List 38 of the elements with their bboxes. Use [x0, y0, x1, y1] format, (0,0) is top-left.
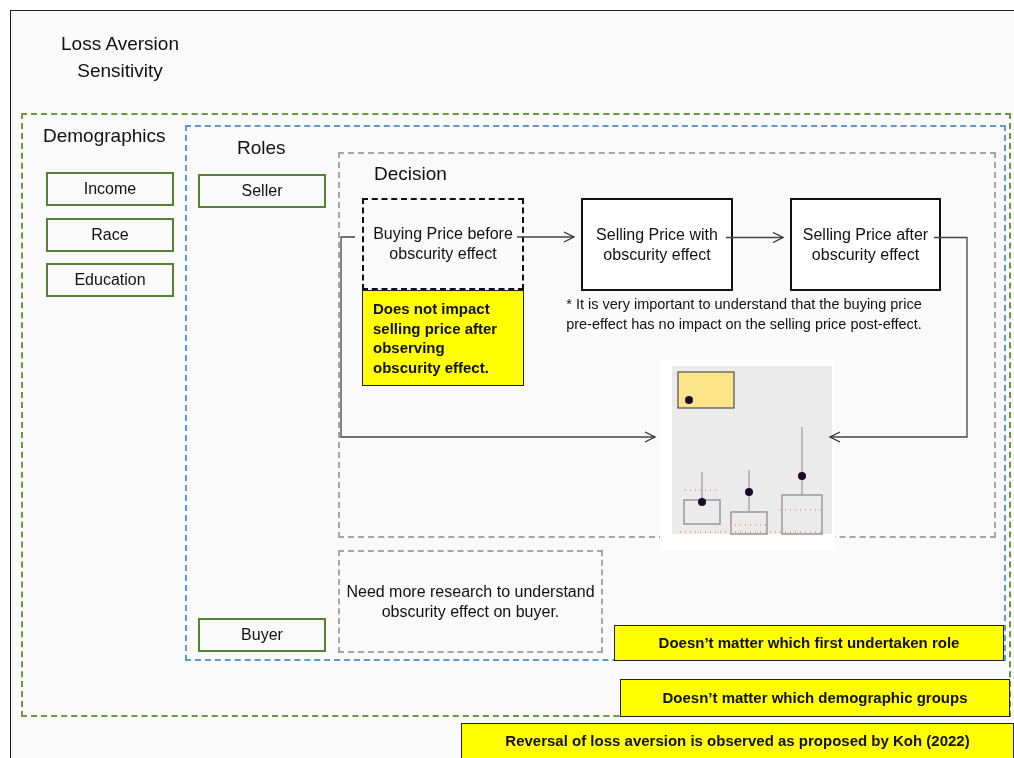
group-frame [185, 125, 1006, 661]
highlight-note [461, 723, 1014, 758]
group-title: Loss Aversion Sensitivity [60, 32, 180, 83]
process-box [790, 198, 941, 291]
box-label: Seller [241, 181, 283, 201]
highlight-note [620, 679, 1010, 717]
group-title: Demographics [43, 125, 166, 147]
note-text: Doesn’t matter which first undertaken role [658, 633, 960, 653]
diagram-frame [10, 10, 1014, 758]
box-label: Buyer [241, 625, 283, 645]
category-box [46, 172, 174, 206]
box-label: Selling Price with obscurity effect [595, 224, 719, 265]
box-label: Buying Price before obscurity effect [372, 224, 514, 264]
category-box [46, 263, 174, 297]
note-text: Doesn’t matter which demographic groups [662, 688, 968, 708]
group-title: Roles [237, 137, 286, 159]
note-text: Need more research to understand obscurity effect on buyer. [346, 581, 595, 622]
arrow [340, 236, 656, 443]
group-frame [21, 113, 1011, 717]
box-label: Race [91, 225, 129, 245]
arrow [829, 236, 968, 443]
category-box [46, 218, 174, 252]
note-text: Does not impact selling price after observing obscurity effect. [373, 299, 499, 377]
arrow [516, 231, 575, 243]
box-label: Selling Price after obscurity effect [801, 224, 930, 265]
highlight-note [362, 290, 524, 386]
note-box [338, 550, 603, 653]
box-label: Income [83, 179, 137, 199]
note-text: Reversal of loss aversion is observed as proposed by Koh (2022) [505, 731, 970, 751]
process-box [581, 198, 733, 291]
category-box [198, 618, 326, 652]
note-text: * It is very important to understand that the buying price pre-effect has no impact on the selling price post-effect. [565, 295, 923, 335]
group-title: Decision [374, 163, 447, 185]
box-label: Education [74, 270, 146, 290]
category-box [198, 174, 326, 208]
process-box [362, 198, 524, 290]
highlight-note [614, 625, 1004, 661]
arrow [725, 231, 784, 244]
